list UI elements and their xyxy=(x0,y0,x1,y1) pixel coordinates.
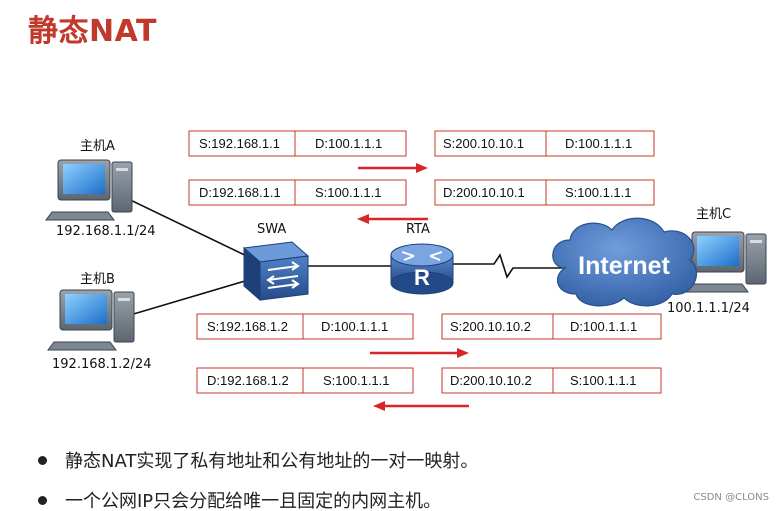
arrow-left-icon xyxy=(373,401,469,411)
packet-source: S:100.1.1.1 xyxy=(565,185,632,200)
packet-destination: D:200.10.10.1 xyxy=(443,185,525,200)
packet-top-left-outbound: S:192.168.1.1 D:100.1.1.1 xyxy=(188,130,407,157)
router-label: RTA xyxy=(406,222,430,237)
packet-destination: D:100.1.1.1 xyxy=(321,319,388,334)
watermark: CSDN @CLONS xyxy=(693,492,769,503)
host-a-label: 主机A xyxy=(80,139,115,154)
packet-destination: D:100.1.1.1 xyxy=(315,136,382,151)
packet-destination: D:100.1.1.1 xyxy=(570,319,637,334)
host-c-ip: 100.1.1.1/24 xyxy=(667,301,750,316)
arrow-right-icon xyxy=(358,163,428,173)
bullet-list: 静态NAT实现了私有地址和公有地址的一对一映射。 一个公网IP只会分配给唯一且固… xyxy=(38,440,478,511)
internet-label: Internet xyxy=(578,252,670,280)
router-icon: R xyxy=(390,243,454,295)
host-b-ip: 192.168.1.2/24 xyxy=(52,357,152,372)
packet-top-left-return: D:192.168.1.1 S:100.1.1.1 xyxy=(188,179,407,206)
switch-label: SWA xyxy=(257,222,286,237)
bullet-text: 静态NAT实现了私有地址和公有地址的一对一映射。 xyxy=(65,451,479,472)
packet-source: S:100.1.1.1 xyxy=(315,185,382,200)
packet-destination: D:100.1.1.1 xyxy=(565,136,632,151)
packet-bottom-left-return: D:192.168.1.2 S:100.1.1.1 xyxy=(196,367,414,394)
packet-source: S:192.168.1.1 xyxy=(199,136,280,151)
arrow-left-icon xyxy=(357,214,428,224)
packet-source: S:200.10.10.2 xyxy=(450,319,531,334)
packet-bottom-left-outbound: S:192.168.1.2 D:100.1.1.1 xyxy=(196,313,414,340)
link-host-a-switch xyxy=(119,194,256,261)
packet-source: S:192.168.1.2 xyxy=(207,319,288,334)
bullet-item: 静态NAT实现了私有地址和公有地址的一对一映射。 xyxy=(38,440,478,480)
switch-icon xyxy=(242,241,310,302)
router-glyph: R xyxy=(414,265,430,290)
packet-top-right-outbound: S:200.10.10.1 D:100.1.1.1 xyxy=(434,130,655,157)
link-host-b-switch xyxy=(119,277,256,319)
host-b-computer-icon xyxy=(47,289,135,351)
link-router-internet xyxy=(452,253,568,279)
packet-source: S:200.10.10.1 xyxy=(443,136,524,151)
network-links xyxy=(119,194,568,319)
packet-destination: D:192.168.1.2 xyxy=(207,373,289,388)
bullet-dot xyxy=(38,495,47,505)
internet-cloud-icon: Internet xyxy=(552,217,698,307)
bullet-dot xyxy=(38,455,47,465)
bullet-text: 一个公网IP只会分配给唯一且固定的内网主机。 xyxy=(65,491,442,511)
host-c-label: 主机C xyxy=(696,207,731,222)
packet-destination: D:200.10.10.2 xyxy=(450,373,532,388)
packet-bottom-right-return: D:200.10.10.2 S:100.1.1.1 xyxy=(441,367,662,394)
host-b-label: 主机B xyxy=(80,272,115,287)
arrow-right-icon xyxy=(370,348,469,358)
bullet-item: 一个公网IP只会分配给唯一且固定的内网主机。 xyxy=(38,480,478,511)
packet-bottom-right-outbound: S:200.10.10.2 D:100.1.1.1 xyxy=(441,313,662,340)
packet-top-right-return: D:200.10.10.1 S:100.1.1.1 xyxy=(434,179,655,206)
slide-title: 静态NAT xyxy=(28,14,157,49)
packet-destination: D:192.168.1.1 xyxy=(199,185,281,200)
host-a-computer-icon xyxy=(45,159,133,221)
packet-source: S:100.1.1.1 xyxy=(323,373,390,388)
packet-source: S:100.1.1.1 xyxy=(570,373,637,388)
host-a-ip: 192.168.1.1/24 xyxy=(56,224,156,239)
